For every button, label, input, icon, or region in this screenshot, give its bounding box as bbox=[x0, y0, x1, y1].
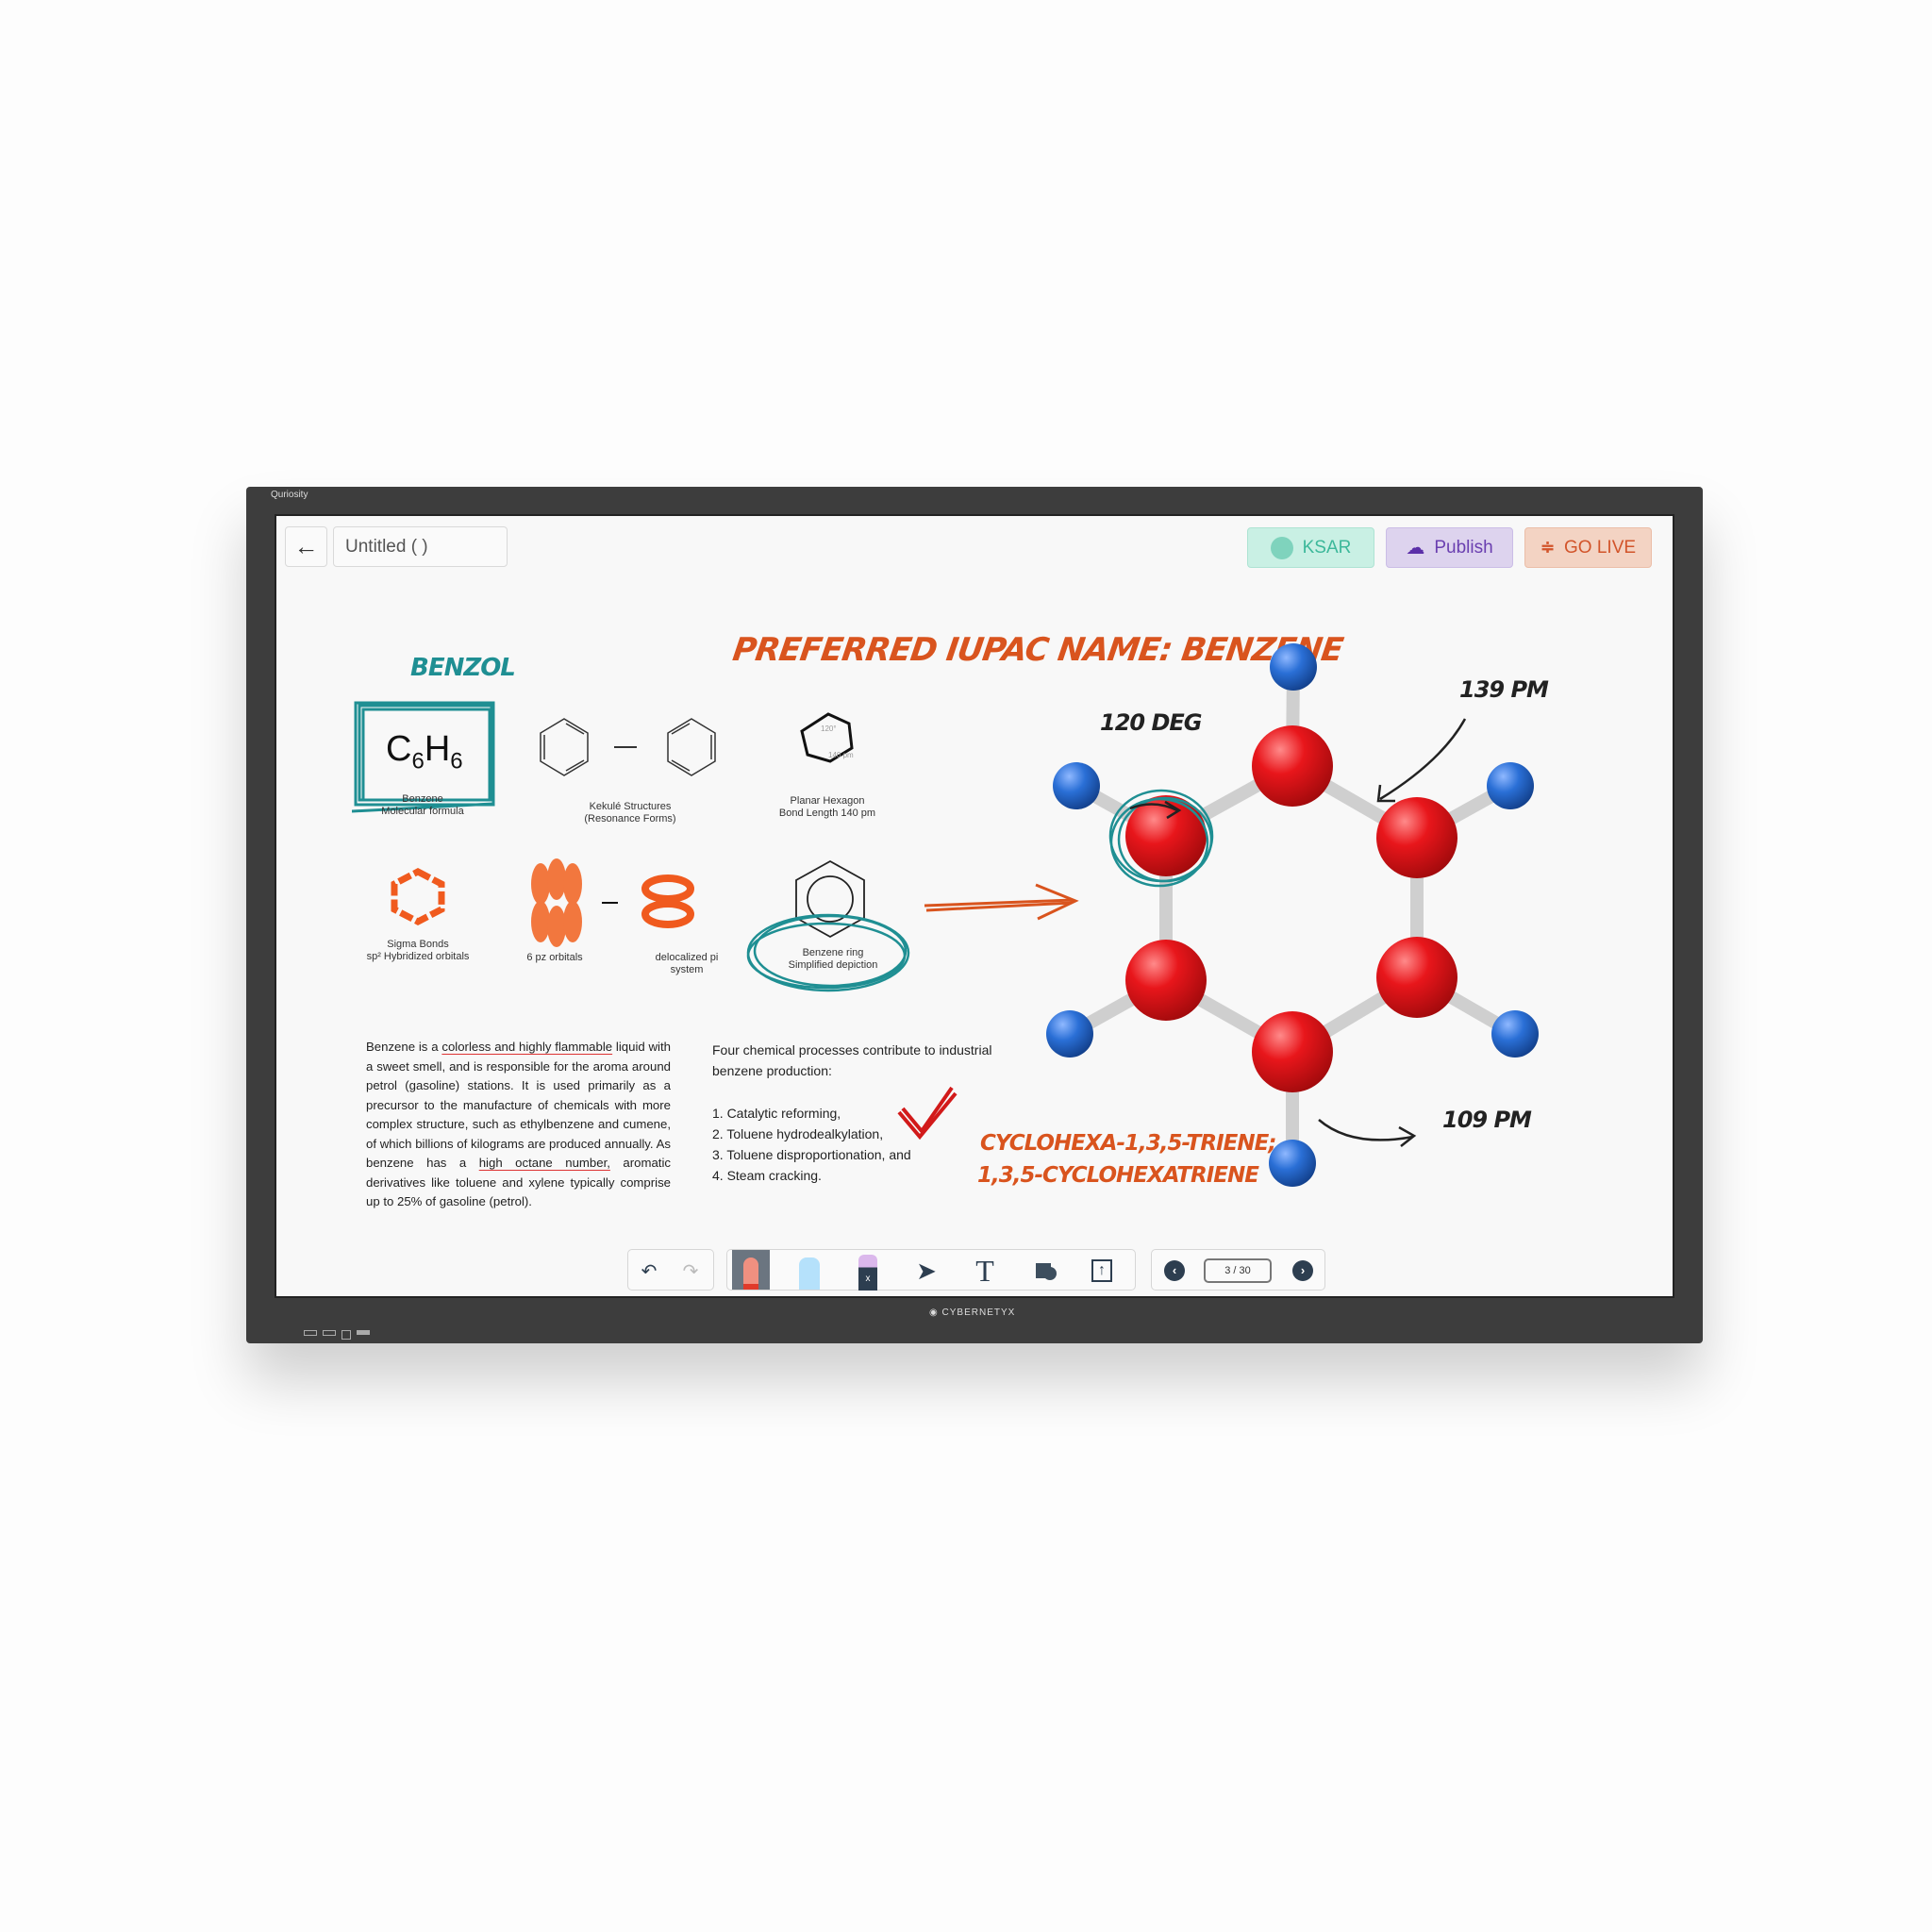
cloud-icon: ☁ bbox=[1406, 538, 1425, 558]
export-icon[interactable]: ↑ bbox=[1083, 1252, 1121, 1290]
formula-box-scribble bbox=[352, 701, 495, 813]
list-item: 3. Toluene disproportionation, and bbox=[712, 1147, 911, 1162]
carbon-atom bbox=[1125, 940, 1207, 1021]
annotation-strokes bbox=[897, 718, 1467, 1147]
hydrogen-atom bbox=[1487, 762, 1534, 809]
orange-arrow bbox=[924, 883, 1079, 921]
list-item: 1. Catalytic reforming, bbox=[712, 1106, 841, 1121]
bond-length-annotation-2: 109 PM bbox=[1442, 1107, 1532, 1133]
pz-caption: 6 pz orbitals bbox=[526, 952, 583, 963]
angle-annotation: 120 DEG bbox=[1100, 709, 1202, 736]
undo-icon[interactable]: ↶ bbox=[641, 1260, 658, 1282]
carbon-atom bbox=[1376, 937, 1457, 1018]
planar-hexagon: 120° 140 pm bbox=[800, 712, 854, 763]
redo-icon[interactable]: ↷ bbox=[682, 1260, 699, 1282]
arrow-left-icon: ← bbox=[293, 532, 319, 560]
alt-name-2: 1,3,5-CYCLOHEXATRIENE bbox=[977, 1163, 1259, 1188]
hydrogen-atom bbox=[1491, 1010, 1539, 1058]
pz-orbitals-diagram bbox=[531, 858, 694, 947]
kekule-caption: Kekulé Structures(Resonance Forms) bbox=[584, 801, 676, 824]
processes-intro: Four chemical processes contribute to in… bbox=[712, 1042, 992, 1078]
carbon-atom bbox=[1252, 725, 1333, 807]
back-button[interactable]: ← bbox=[285, 526, 327, 567]
hydrogen-atom bbox=[1046, 1010, 1093, 1058]
shapes-icon[interactable] bbox=[1024, 1252, 1062, 1290]
ksar-button[interactable]: KSAR bbox=[1247, 527, 1374, 568]
highlighter-icon[interactable] bbox=[791, 1252, 828, 1290]
kekule-structures bbox=[540, 718, 716, 776]
bezel-button[interactable] bbox=[341, 1330, 351, 1340]
pen-icon[interactable] bbox=[732, 1250, 770, 1290]
bond-length-annotation-1: 139 PM bbox=[1459, 676, 1549, 703]
publish-button[interactable]: ☁ Publish bbox=[1386, 527, 1513, 568]
page-indicator[interactable]: 3 / 30 bbox=[1204, 1258, 1272, 1283]
rss-icon: ≑ bbox=[1540, 538, 1556, 557]
svg-text:120°: 120° bbox=[821, 724, 837, 733]
history-toolbar: ↶ ↷ bbox=[627, 1249, 714, 1291]
bezel-logo: ◉ CYBERNETYX bbox=[929, 1307, 1016, 1318]
bezel-buttons bbox=[304, 1330, 370, 1340]
list-item: 2. Toluene hydrodealkylation, bbox=[712, 1126, 884, 1141]
carbon-atom bbox=[1252, 1011, 1333, 1092]
bezel-button[interactable] bbox=[323, 1330, 336, 1336]
svg-text:140 pm: 140 pm bbox=[828, 751, 854, 759]
carbon-atom bbox=[1125, 795, 1207, 876]
chevron-left-icon: ‹ bbox=[1164, 1260, 1185, 1281]
chevron-right-icon: › bbox=[1292, 1260, 1313, 1281]
whiteboard-screen: ← Untitled ( ) KSAR ☁ Publish ≑ GO LIVE … bbox=[275, 514, 1674, 1298]
ksar-robot-icon bbox=[1270, 536, 1293, 559]
eraser-icon[interactable]: x bbox=[849, 1252, 887, 1291]
benzene-3d-model bbox=[1046, 643, 1539, 1187]
molecular-formula: C6H6 bbox=[386, 729, 463, 774]
benzene-ring-diagram bbox=[746, 859, 910, 992]
benzene-description: Benzene is a colorless and highly flamma… bbox=[366, 1040, 671, 1208]
drawing-toolbar: x ➤ T ↑ bbox=[726, 1249, 1136, 1291]
carbon-atom bbox=[1376, 797, 1457, 878]
text-icon[interactable]: T bbox=[975, 1253, 994, 1288]
hydrogen-atom bbox=[1269, 1140, 1316, 1187]
previous-page-button[interactable]: ‹ bbox=[1156, 1252, 1193, 1290]
next-page-button[interactable]: › bbox=[1284, 1252, 1322, 1290]
app-brand: Quriosity bbox=[271, 490, 308, 500]
benzol-label: BENZOL bbox=[410, 654, 516, 682]
hydrogen-atom bbox=[1053, 762, 1100, 809]
document-title-field[interactable]: Untitled ( ) bbox=[333, 526, 508, 567]
processes-list: 1. Catalytic reforming, 2. Toluene hydro… bbox=[712, 1103, 911, 1186]
bezel-button[interactable] bbox=[357, 1330, 370, 1335]
sigma-bonds-diagram bbox=[391, 868, 445, 925]
list-item: 4. Steam cracking. bbox=[712, 1168, 822, 1183]
go-live-button[interactable]: ≑ GO LIVE bbox=[1524, 527, 1652, 568]
hydrogen-atom bbox=[1270, 643, 1317, 691]
bezel-button[interactable] bbox=[304, 1330, 317, 1336]
alt-name-1: CYCLOHEXA-1,3,5-TRIENE; bbox=[980, 1131, 1276, 1156]
page-navigation: ‹ 3 / 30 › bbox=[1151, 1249, 1325, 1291]
pointer-icon[interactable]: ➤ bbox=[916, 1256, 937, 1285]
